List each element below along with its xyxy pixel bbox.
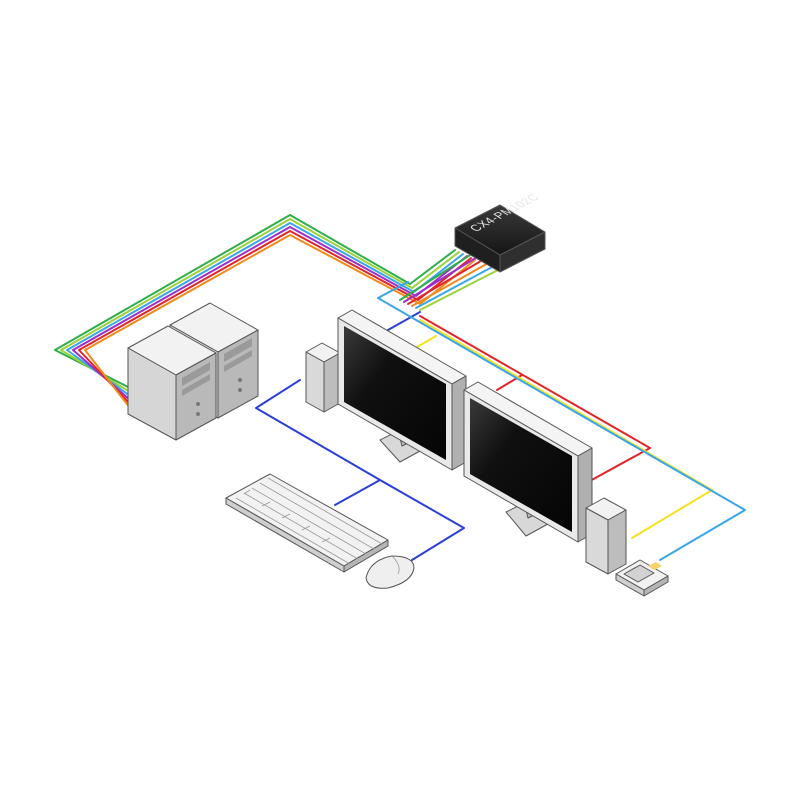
computer-1 <box>127 325 217 441</box>
cable-monitor-1 <box>387 311 421 331</box>
keyboard-keys <box>235 477 383 565</box>
keyboard <box>225 473 389 573</box>
cable-bundle-computers <box>54 214 476 409</box>
speaker-right <box>585 497 627 575</box>
speaker-left <box>305 342 341 413</box>
mouse <box>365 555 415 589</box>
cable-kvm-fan <box>399 249 499 311</box>
monitor-1 <box>337 309 467 471</box>
cable-usb-blue <box>255 379 465 561</box>
monitor-2 <box>463 381 593 543</box>
microphone <box>615 559 669 597</box>
cable-microphone-lightblue <box>377 281 746 561</box>
